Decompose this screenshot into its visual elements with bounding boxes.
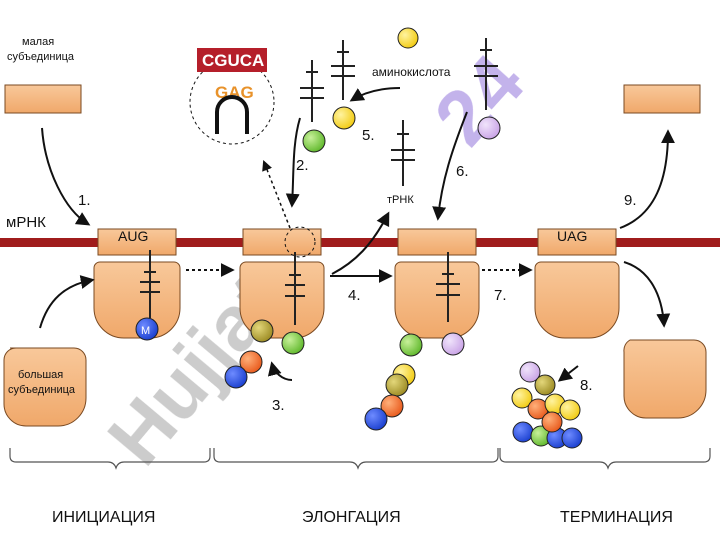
start-codon: AUG: [118, 228, 148, 244]
chain2-green: [399, 333, 423, 357]
trna-arriving-lilac: [474, 38, 498, 110]
phase-initiation: ИНИЦИАЦИЯ: [52, 509, 155, 526]
trna-free: [391, 120, 415, 186]
small-subunit-label-1: малая: [22, 36, 54, 48]
codon-inset: [189, 59, 275, 145]
arrow-step-3: [267, 361, 293, 381]
brace-termination: [499, 448, 711, 470]
amino-acid-olive: [250, 319, 274, 343]
small-subunit-termination: [537, 228, 617, 256]
arrow-to-inset: [262, 160, 291, 229]
arrow-large-subunit-release: [623, 261, 671, 328]
amino-acid-orange: [239, 350, 263, 374]
watermark-number: 24: [417, 38, 540, 161]
amino-acid-blue: [224, 365, 248, 389]
arrow-large-subunit-join: [39, 275, 95, 329]
arrow-step-8: [557, 365, 579, 382]
methionine-ball: [135, 317, 159, 341]
methionine-label: M: [141, 325, 150, 337]
trna-arriving-green: [300, 60, 324, 122]
amino-acid-lilac-arriving: [477, 116, 501, 140]
brace-initiation: [9, 448, 211, 470]
phase-elongation: ЭЛОНГАЦИЯ: [302, 509, 401, 526]
trna-elongation-1: [285, 252, 305, 325]
amino-acid-yellow-arriving: [332, 106, 356, 130]
step-8-label: 8.: [580, 377, 593, 394]
released-small-subunit: [623, 84, 701, 114]
free-small-subunit-left: [4, 84, 82, 114]
codon-zoom-circle: [284, 226, 316, 258]
large-subunit-label-2: субъединица: [8, 384, 76, 396]
phase-termination: ТЕРМИНАЦИЯ: [560, 509, 673, 526]
arrow-step-9: [619, 129, 675, 229]
chain2-olive: [385, 373, 409, 397]
released-large-subunit: [623, 339, 707, 419]
step-1-label: 1.: [78, 192, 91, 209]
large-subunit-label-1: большая: [18, 369, 63, 381]
trna-initiation: [140, 250, 160, 318]
arrow-step-1: [41, 127, 91, 226]
small-subunit-elongation-1: [242, 228, 322, 256]
trna-elongation-2: [436, 252, 460, 322]
step-5-label: 5.: [362, 127, 375, 144]
small-subunit-initiation: [97, 228, 177, 256]
step-9-label: 9.: [624, 192, 637, 209]
step-3-label: 3.: [272, 397, 285, 414]
inset-trna-loop: [215, 95, 249, 134]
step-4-label: 4.: [348, 287, 361, 304]
chain2-lilac: [441, 332, 465, 356]
arrow-step-5: [349, 87, 401, 102]
small-subunit-elongation-2: [397, 228, 477, 256]
free-large-subunit: [3, 347, 87, 427]
amino-acid-green-arriving: [302, 129, 326, 153]
chain2-orange: [380, 394, 404, 418]
trna-arriving-yellow: [331, 40, 355, 100]
amino-acid-green: [281, 331, 305, 355]
large-subunit-termination: [534, 261, 620, 339]
arrow-trna-release: [331, 211, 390, 275]
chain2-blue: [364, 407, 388, 431]
mrna-label: мРНК: [6, 214, 46, 231]
arrow-step-2: [285, 117, 301, 208]
step-6-label: 6.: [456, 163, 469, 180]
trna-label: тРНК: [387, 194, 414, 206]
amino-acid-label: аминокислота: [372, 65, 451, 79]
released-peptide: [511, 361, 583, 449]
phase-braces: [9, 448, 711, 470]
stop-codon: UAG: [557, 228, 587, 244]
inset-mrna-segment: [197, 48, 267, 72]
free-amino-acid: [397, 27, 419, 49]
small-subunit-label-2: субъединица: [7, 51, 75, 63]
watermark: Hujjat 24: [91, 38, 541, 481]
brace-elongation: [213, 448, 499, 470]
inset-codon-top: CGUCA: [202, 51, 264, 70]
arrow-step-6: [432, 111, 468, 221]
mrna-strand: [0, 238, 720, 247]
step-7-label: 7.: [494, 287, 507, 304]
large-subunit-elongation-2: [394, 261, 480, 339]
step-2-label: 2.: [296, 157, 309, 174]
